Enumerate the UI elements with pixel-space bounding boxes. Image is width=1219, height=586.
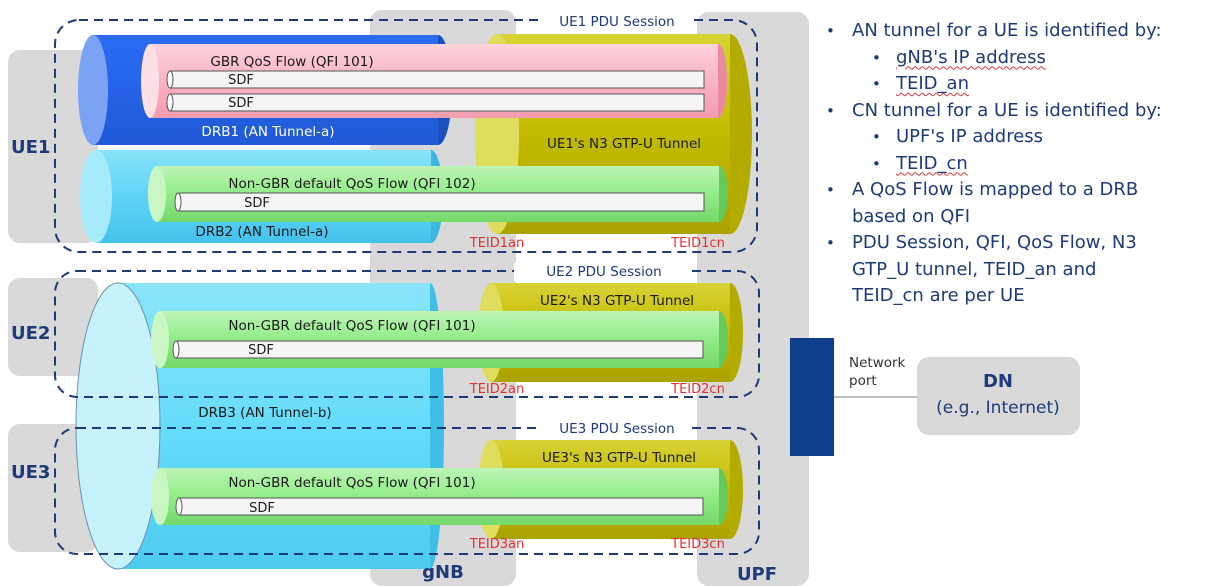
session-label-bg-ue2 xyxy=(514,263,692,281)
note-an-gnb-ip: gNB's IP address xyxy=(822,45,1214,72)
teid2cn-label: TEID2cn xyxy=(670,382,725,397)
ue3-block xyxy=(8,424,98,552)
gbr-flow-label-ue1: GBR QoS Flow (QFI 101) xyxy=(210,54,373,70)
note-cn-tunnel-text: CN tunnel for a UE is identified by: xyxy=(852,99,1162,121)
session-label-bg-ue1 xyxy=(541,12,691,30)
pdu-session-label-ue2: UE2 PDU Session xyxy=(546,264,662,280)
teid1an-label: TEID1an xyxy=(469,236,524,251)
teid1cn-label: TEID1cn xyxy=(670,236,725,251)
note-cn-teid-text: TEID_cn xyxy=(896,152,968,174)
nongbr-flow-label-ue1: Non-GBR default QoS Flow (QFI 102) xyxy=(228,176,475,192)
network-port-label-line1: Network xyxy=(849,355,906,371)
n3-tunnel-label-ue3: UE3's N3 GTP-U Tunnel xyxy=(542,450,696,466)
ue1-label: UE1 xyxy=(11,137,50,158)
note-qos-mapping-line1: A QoS Flow is mapped to a DRB xyxy=(852,179,1139,200)
teid3cn-label: TEID3cn xyxy=(670,537,725,552)
dn-label: DN xyxy=(983,371,1013,392)
pdu-session-ue1-border xyxy=(54,19,758,253)
session-label-bg-ue3 xyxy=(542,420,692,438)
note-per-ue-line3: TEID_cn are per UE xyxy=(852,285,1025,306)
n3-tunnel-label-ue1: UE1's N3 GTP-U Tunnel xyxy=(547,136,701,152)
network-port-label-line2: port xyxy=(849,373,877,389)
pdu-session-ue3-border xyxy=(54,427,760,555)
drb1-label: DRB1 (AN Tunnel-a) xyxy=(201,124,334,140)
sdf-pipe-ue1-c xyxy=(174,192,705,212)
gnb-label: gNB xyxy=(422,562,464,583)
sdf-label-ue2: SDF xyxy=(248,343,274,358)
sdf-label-ue1-a: SDF xyxy=(228,73,254,88)
sdf-label-ue3: SDF xyxy=(249,501,275,516)
pdu-session-label-ue3: UE3 PDU Session xyxy=(559,421,675,437)
note-an-teid-text: TEID_an xyxy=(896,73,969,94)
drb2-label: DRB2 (AN Tunnel-a) xyxy=(195,224,328,240)
sdf-pipe-ue3 xyxy=(175,497,704,516)
note-qos-mapping-line2: based on QFI xyxy=(852,205,971,227)
note-per-ue-line1: PDU Session, QFI, QoS Flow, N3 xyxy=(852,232,1137,253)
nongbr-flow-label-ue2: Non-GBR default QoS Flow (QFI 101) xyxy=(228,318,475,334)
teid3an-label: TEID3an xyxy=(469,537,524,552)
dn-sublabel: (e.g., Internet) xyxy=(936,398,1060,418)
note-qos-mapping: A QoS Flow is mapped to a DRB based on QF… xyxy=(822,177,1214,230)
ue1-block xyxy=(8,50,98,243)
upf-label: UPF xyxy=(737,564,777,585)
notes-list: AN tunnel for a UE is identified by: gNB… xyxy=(822,18,1214,310)
note-an-gnb-ip-text: gNB's IP address xyxy=(896,46,1046,68)
note-per-ue: PDU Session, QFI, QoS Flow, N3 GTP_U tunn… xyxy=(822,230,1214,310)
note-per-ue-line2: GTP_U tunnel, TEID_an and xyxy=(852,258,1097,280)
n3-tunnel-label-ue2: UE2's N3 GTP-U Tunnel xyxy=(540,293,694,309)
upf-network-port xyxy=(790,338,834,456)
note-an-teid: TEID_an xyxy=(822,71,1214,98)
note-an-tunnel-text: AN tunnel for a UE is identified by: xyxy=(852,20,1162,41)
dn-block xyxy=(917,357,1080,435)
sdf-label-ue1-b: SDF xyxy=(228,96,254,111)
pdu-session-label-ue1: UE1 PDU Session xyxy=(559,14,675,30)
teid2an-label: TEID2an xyxy=(469,382,524,397)
note-cn-tunnel: CN tunnel for a UE is identified by: xyxy=(822,98,1214,125)
ue2-block xyxy=(8,278,98,376)
pdu-session-ue2-border xyxy=(54,270,760,398)
note-cn-upf-ip: UPF's IP address xyxy=(822,124,1214,151)
note-cn-teid: TEID_cn xyxy=(822,151,1214,178)
ue3-label: UE3 xyxy=(11,462,50,483)
drb3-label: DRB3 (AN Tunnel-b) xyxy=(198,405,331,421)
ue2-label: UE2 xyxy=(11,323,50,344)
note-an-tunnel: AN tunnel for a UE is identified by: xyxy=(822,18,1214,45)
sdf-pipe-ue2 xyxy=(172,340,704,359)
sdf-pipe-ue1-a xyxy=(166,70,705,89)
sdf-pipe-ue1-b xyxy=(166,93,705,112)
sdf-label-ue1-c: SDF xyxy=(244,196,270,211)
nongbr-flow-label-ue3: Non-GBR default QoS Flow (QFI 101) xyxy=(228,475,475,491)
note-cn-upf-ip-text: UPF's IP address xyxy=(896,126,1044,147)
